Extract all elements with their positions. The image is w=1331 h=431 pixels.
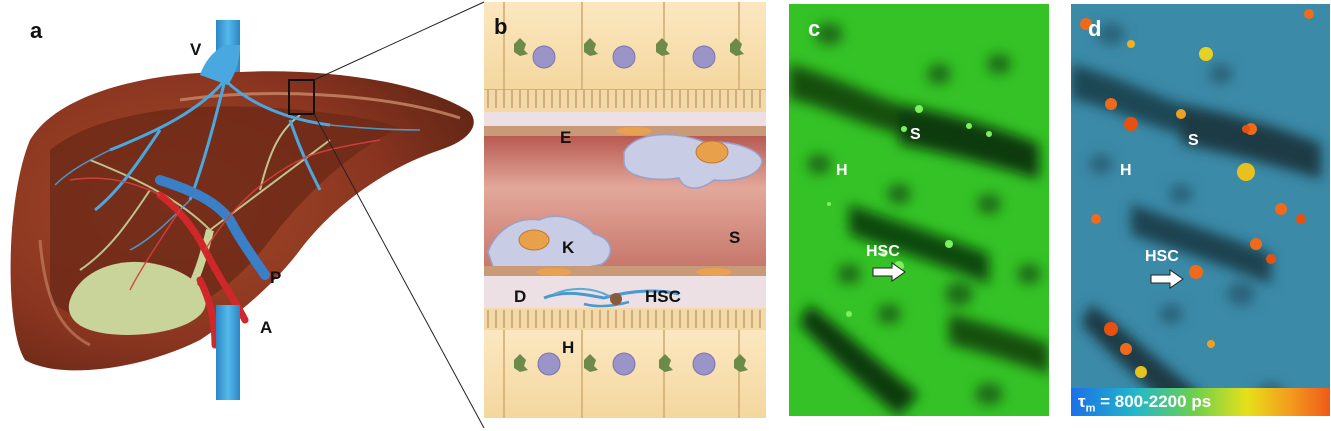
portal-vein: [155, 175, 270, 280]
tau-symbol: τ: [1078, 392, 1086, 411]
tau-subscript: m: [1085, 402, 1096, 415]
panel-letter-a: a: [30, 18, 43, 43]
gallbladder: [68, 261, 206, 335]
panel-letter-b: b: [494, 14, 508, 39]
hsc-arrow-icon: [872, 262, 906, 282]
label-artery: A: [260, 318, 273, 337]
flim-image: [1071, 4, 1330, 416]
colorbar-label: τm = 800-2200 ps: [1078, 392, 1211, 414]
hsc-arrow-d-icon: [1150, 269, 1184, 289]
hepatocytes-bottom: [484, 330, 766, 418]
magnification-box: [288, 79, 315, 115]
hepatocytes-top: [484, 2, 766, 90]
label-d-hsc: HSC: [1145, 248, 1179, 265]
label-endothelium: E: [560, 128, 572, 147]
colorbar-range: = 800-2200 ps: [1095, 392, 1212, 411]
sinusoid-schematic: [484, 2, 766, 418]
panel-letter-c: c: [808, 16, 821, 41]
label-c-hsc: HSC: [866, 243, 900, 260]
kupffer-cell-1: [623, 133, 763, 189]
lifetime-colorbar: [1071, 388, 1330, 416]
label-kupffer: K: [562, 238, 575, 257]
label-c-sinusoid: S: [910, 126, 921, 143]
label-disse: D: [514, 287, 527, 306]
endothelium-bottom: [484, 266, 766, 276]
label-hsc-schematic: HSC: [645, 287, 681, 306]
label-sinusoid: S: [729, 228, 741, 247]
label-d-sinusoid: S: [1188, 132, 1199, 149]
liver-illustration: [10, 20, 474, 400]
hepatic-stellate-cell: [543, 288, 680, 308]
label-vein: V: [190, 40, 202, 59]
microvilli-top: [487, 90, 761, 108]
microvilli-bottom: [487, 310, 761, 328]
panel-letter-d: d: [1088, 16, 1102, 41]
label-d-hepatocyte: H: [1120, 162, 1132, 179]
zoom-lines: [313, 1, 485, 429]
fluorescence-image: [789, 4, 1049, 416]
label-portal-vein: P: [270, 268, 282, 287]
label-c-hepatocyte: H: [836, 162, 848, 179]
label-hepatocyte: H: [562, 338, 575, 357]
